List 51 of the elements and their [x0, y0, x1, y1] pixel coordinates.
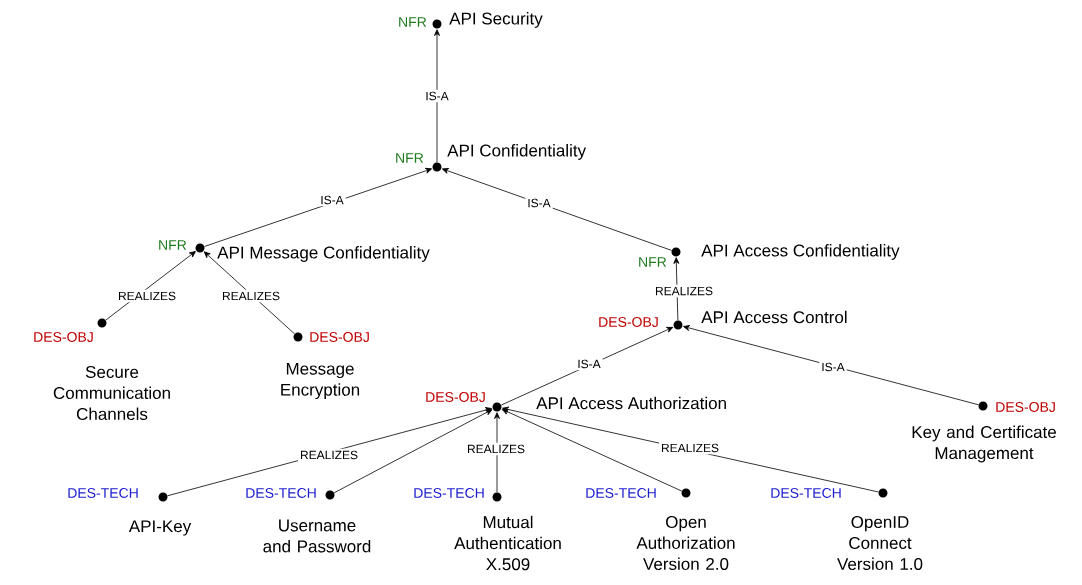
node-label: Username and Password	[263, 519, 371, 553]
node-label: API Message Confidentiality	[217, 246, 430, 262]
arrow	[500, 326, 674, 406]
edge-label: IS-A	[423, 89, 451, 103]
arrow	[442, 168, 672, 251]
node-label: Open Authorization Version 2.0	[636, 515, 735, 570]
edge-label: REALIZES	[659, 441, 721, 455]
node-label: OpenID Connect Version 1.0	[837, 515, 923, 570]
type-tag: NFR	[639, 257, 667, 267]
type-tag: DES-OBJ	[996, 402, 1055, 412]
arrow	[494, 412, 500, 493]
edge-label: IS-A	[819, 360, 847, 374]
arrow	[105, 251, 196, 321]
node-label: API Security	[449, 12, 543, 28]
type-tag: DES-OBJ	[34, 332, 93, 342]
edge-label: IS-A	[525, 196, 553, 210]
type-tag: DES-OBJ	[426, 392, 485, 402]
node-label: API-Key	[128, 520, 192, 536]
edge-label: REALIZES	[465, 442, 527, 456]
edge-label: REALIZES	[653, 284, 715, 298]
edge-label: REALIZES	[220, 289, 282, 303]
node-label: API Access Control	[701, 310, 847, 324]
node-label: Key and Certificate Management	[912, 425, 1056, 463]
edge-label: IS-A	[318, 193, 346, 207]
type-tag: NFR	[396, 153, 424, 163]
type-tag: DES-TECH	[586, 488, 656, 498]
arrow	[203, 251, 295, 335]
type-tag: NFR	[399, 17, 427, 27]
type-tag: DES-TECH	[771, 488, 841, 498]
edge-label: REALIZES	[116, 289, 178, 303]
arrow	[434, 29, 440, 163]
type-tag: DES-OBJ	[310, 332, 369, 342]
arrow	[333, 409, 493, 494]
type-tag: NFR	[159, 240, 187, 250]
arrow	[673, 257, 680, 321]
type-tag: DES-OBJ	[599, 317, 658, 327]
node-label: API Access Confidentiality	[701, 244, 900, 260]
node-label: API Confidentiality	[447, 144, 587, 160]
node-label: Message Encryption	[281, 362, 360, 400]
edge-label: IS-A	[575, 357, 603, 371]
arrow	[501, 408, 683, 492]
arrow	[204, 167, 432, 247]
node-label: Secure Communication Channels	[53, 365, 170, 420]
edge-label: REALIZES	[298, 448, 360, 462]
type-tag: DES-TECH	[246, 488, 316, 498]
type-tag: DES-TECH	[414, 488, 484, 498]
arrow	[683, 325, 979, 406]
node-label: Mutual Authentication X.509	[454, 515, 561, 571]
type-tag: DES-TECH	[68, 488, 138, 498]
node-label: API Access Authorization	[536, 396, 726, 410]
arrow	[502, 406, 879, 493]
